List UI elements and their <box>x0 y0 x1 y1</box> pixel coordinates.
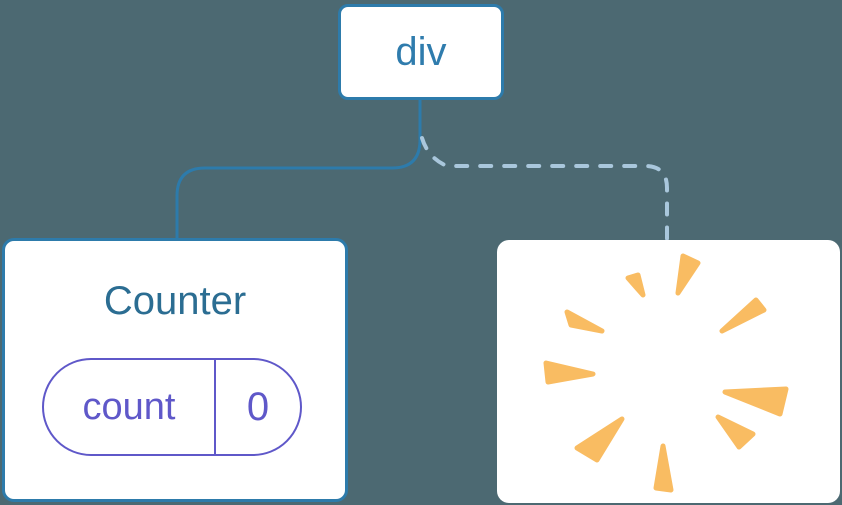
state-value-label: 0 <box>246 384 270 429</box>
poof-spark <box>653 443 674 493</box>
state-key-cell: count <box>44 360 216 454</box>
state-pill: count 0 <box>42 358 302 456</box>
tree-node-removed <box>497 240 840 503</box>
edge-root-to-counter <box>175 98 422 240</box>
edge-root-to-removed <box>420 136 669 245</box>
poof-spark <box>675 253 701 296</box>
counter-component-title: Counter <box>103 279 247 323</box>
poof-spark <box>719 297 767 334</box>
poof-icon <box>543 253 789 493</box>
tree-node-div: div <box>338 4 504 100</box>
poof-spark <box>715 414 756 450</box>
poof-spark <box>574 416 625 463</box>
tree-node-counter: Counter count 0 <box>2 238 348 502</box>
poof-spark <box>543 360 596 385</box>
state-key-label: count <box>82 385 176 428</box>
root-node-label: div <box>395 29 447 74</box>
poof-spark <box>625 272 646 298</box>
poof-spark <box>722 386 789 417</box>
state-value-cell: 0 <box>216 360 300 454</box>
poof-spark <box>564 309 605 334</box>
